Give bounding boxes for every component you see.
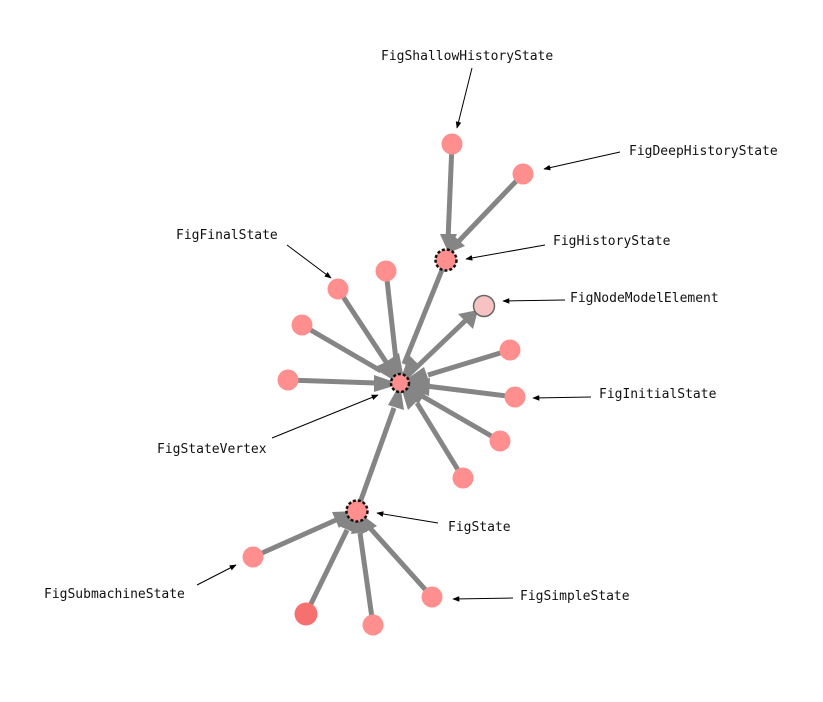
label-fig-initial-state: FigInitialState bbox=[599, 387, 717, 402]
node-leaf-right-lower[interactable] bbox=[489, 430, 511, 452]
node-fig-initial-state[interactable] bbox=[504, 386, 526, 408]
edge-history-to-vertex bbox=[401, 259, 449, 365]
callout-submachine bbox=[196, 564, 237, 586]
edge-leaf-left-to-vertex bbox=[287, 377, 377, 386]
callout-arrows bbox=[196, 67, 621, 602]
arrowhead bbox=[374, 375, 400, 392]
callout-shallow-history bbox=[455, 67, 473, 129]
callout-initial bbox=[532, 395, 592, 401]
arrowhead bbox=[400, 384, 420, 410]
node-fig-node-model-element[interactable] bbox=[472, 294, 496, 318]
node-fig-submachine-state[interactable] bbox=[242, 546, 264, 568]
label-fig-state-vertex: FigStateVertex bbox=[157, 442, 267, 457]
label-fig-simple-state: FigSimpleState bbox=[520, 589, 630, 604]
node-fig-history-state[interactable] bbox=[434, 248, 458, 272]
arrowhead bbox=[446, 235, 465, 254]
nodes bbox=[242, 133, 534, 636]
edge-final-to-vertex bbox=[335, 287, 393, 370]
edge-leaf-dark-to-state bbox=[303, 528, 350, 616]
node-leaf-bottom-right[interactable] bbox=[452, 467, 474, 489]
callout-simple bbox=[452, 596, 514, 602]
edge-leaf-top-to-vertex bbox=[383, 270, 399, 361]
edge-leaf-upperleft-to-vertex bbox=[300, 322, 383, 374]
edge-leaf-right3-to-vertex bbox=[420, 393, 502, 444]
callout-final bbox=[286, 244, 332, 279]
callout-history bbox=[465, 244, 546, 261]
callout-deep-history bbox=[543, 151, 621, 171]
edge-simple-to-state bbox=[368, 526, 434, 599]
edge-state-to-vertex bbox=[354, 407, 397, 512]
label-fig-shallow-history-state: FigShallowHistoryState bbox=[381, 49, 553, 64]
edge-leaf-low-to-state bbox=[357, 532, 376, 626]
node-fig-simple-state[interactable] bbox=[421, 586, 443, 608]
node-leaf-dark[interactable] bbox=[294, 602, 318, 626]
label-fig-deep-history-state: FigDeepHistoryState bbox=[629, 144, 778, 159]
label-fig-final-state: FigFinalState bbox=[176, 228, 278, 243]
label-fig-state: FigState bbox=[448, 520, 511, 535]
edge-submachine-to-state bbox=[251, 517, 338, 560]
node-leaf-right-upper[interactable] bbox=[499, 339, 521, 361]
callout-state bbox=[376, 511, 439, 524]
node-leaf-left[interactable] bbox=[277, 369, 299, 391]
edge-deep-to-history bbox=[456, 172, 525, 244]
callout-node-model bbox=[502, 298, 566, 304]
edge-leaf-right1-to-vertex bbox=[427, 347, 511, 378]
callout-state-vertex bbox=[271, 394, 379, 439]
node-leaf-top[interactable] bbox=[375, 260, 397, 282]
arrowhead bbox=[458, 310, 478, 329]
edge-leaf-bottom-to-vertex bbox=[414, 401, 466, 480]
label-fig-node-model-element: FigNodeModelElement bbox=[570, 291, 719, 306]
node-leaf-low[interactable] bbox=[362, 614, 384, 636]
node-fig-state-vertex[interactable] bbox=[389, 372, 411, 394]
label-fig-submachine-state: FigSubmachineState bbox=[44, 587, 185, 602]
node-fig-shallow-history-state[interactable] bbox=[441, 133, 463, 155]
labels: FigShallowHistoryState FigDeepHistorySta… bbox=[44, 49, 778, 604]
edge-initial-to-vertex bbox=[425, 383, 516, 400]
edge-shallow-to-history bbox=[445, 143, 455, 241]
node-fig-final-state[interactable] bbox=[327, 278, 349, 300]
node-fig-state[interactable] bbox=[345, 499, 369, 523]
node-leaf-upper-left[interactable] bbox=[291, 314, 313, 336]
label-fig-history-state: FigHistoryState bbox=[553, 234, 671, 249]
node-fig-deep-history-state[interactable] bbox=[512, 163, 534, 185]
